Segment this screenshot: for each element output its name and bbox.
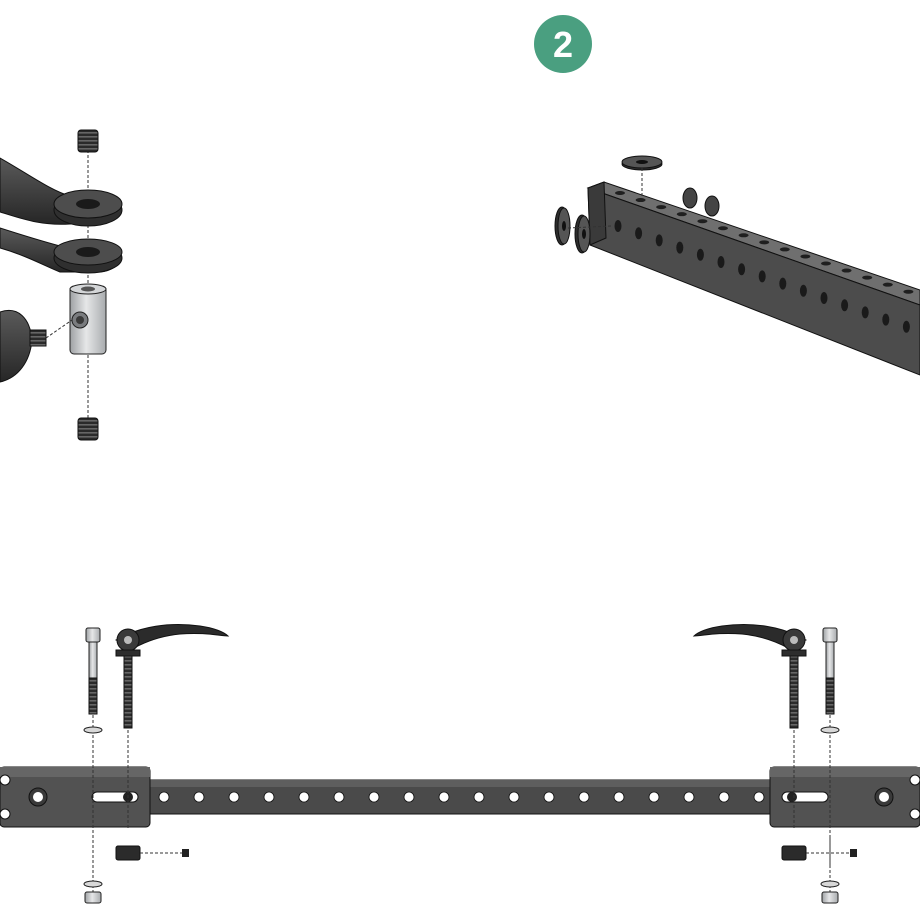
rail-hole — [543, 791, 555, 803]
rail-hole — [683, 791, 695, 803]
rail-end-block-right — [769, 766, 920, 828]
bar-top-hole — [759, 240, 770, 245]
bar-hole — [820, 292, 828, 304]
step-badge-circle — [534, 15, 592, 73]
washer-icon — [554, 206, 571, 246]
bar-top-hole — [903, 289, 914, 294]
rail-hole — [403, 791, 415, 803]
bar-top-hole — [800, 254, 811, 259]
washer-icon — [83, 880, 103, 888]
bar-hole — [799, 284, 807, 297]
bar-top-hole — [635, 198, 646, 203]
bar-hole — [635, 227, 643, 240]
nut-icon — [84, 891, 102, 904]
bar-assembly-group — [554, 155, 920, 376]
washer-icon — [83, 726, 103, 734]
rail-hole — [298, 791, 310, 803]
bar-hole — [861, 306, 869, 319]
threaded-barrel-icon — [69, 283, 107, 355]
rail-hole — [438, 791, 450, 803]
rail-hole — [473, 791, 485, 803]
washer-icon — [820, 880, 840, 888]
mounting-rail-icon — [139, 779, 781, 815]
rail-hole — [263, 791, 275, 803]
bar-top-hole — [656, 205, 667, 210]
washer-icon — [820, 726, 840, 734]
bar-top-hole — [718, 226, 728, 231]
bar-top-hole — [697, 219, 708, 224]
rail-hole — [718, 791, 730, 803]
washer-axis-line — [567, 225, 613, 229]
bar-hole — [882, 313, 890, 326]
bar-hole — [841, 299, 849, 312]
bolt-icon — [822, 627, 838, 715]
bar-hole — [655, 234, 663, 247]
rail-hole — [613, 791, 625, 803]
rail-end-block-left — [0, 766, 151, 828]
bar-hole — [902, 320, 910, 333]
rail-hole — [193, 791, 205, 803]
knob-axis-line — [45, 319, 73, 339]
rail-hole — [648, 791, 660, 803]
bar-hole — [738, 263, 746, 276]
bar-top-hole — [779, 247, 790, 252]
bar-hole — [758, 270, 766, 283]
t-nut-icon — [781, 838, 857, 868]
quick-release-lever-icon — [692, 624, 808, 729]
rail-hole — [753, 791, 765, 803]
rail-hole — [333, 791, 345, 803]
rail-hole — [578, 791, 590, 803]
bar-hole — [717, 256, 725, 268]
rail-hole — [228, 791, 240, 803]
bar-top-hole — [615, 191, 625, 195]
bar-hole — [696, 248, 704, 261]
bar-top-hole — [821, 261, 831, 266]
set-screw-icon — [77, 129, 99, 153]
bar-top-holes — [615, 191, 914, 294]
arm-assembly-group — [0, 129, 123, 441]
t-nut-icon — [115, 845, 189, 861]
rail-assembly-group — [0, 624, 920, 905]
rail-hole — [158, 791, 170, 803]
bar-top-hole — [882, 282, 893, 287]
bar-holes — [614, 220, 910, 333]
swing-arm-icon — [0, 157, 123, 274]
bar-hole — [779, 277, 787, 290]
nut-icon — [821, 891, 839, 904]
quick-release-lever-icon — [114, 624, 230, 729]
bar-hole — [614, 220, 622, 232]
step-number-badge: 2 — [534, 15, 592, 73]
rail-holes — [158, 791, 765, 803]
knob-icon — [0, 310, 73, 383]
washer-icon — [621, 155, 663, 196]
step-number: 2 — [553, 24, 573, 65]
bar-top-hole — [676, 212, 687, 217]
bolt-icon — [85, 627, 101, 715]
rail-hole — [368, 791, 380, 803]
bar-top-hole — [738, 233, 749, 238]
perforated-bar-icon — [586, 181, 920, 376]
set-screw-icon — [77, 417, 99, 441]
washer-icon — [574, 214, 591, 254]
washer-icon — [682, 187, 720, 217]
bar-top-hole — [862, 275, 873, 280]
rail-hole — [508, 791, 520, 803]
bar-top-hole — [841, 268, 852, 273]
bar-hole — [676, 241, 684, 254]
